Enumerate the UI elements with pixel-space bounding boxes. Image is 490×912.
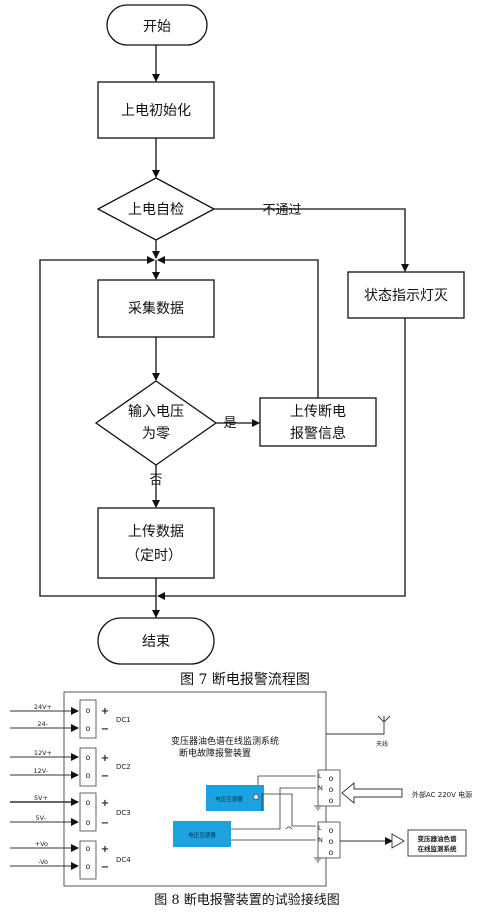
selfcheck-label: 上电自检 (128, 202, 184, 218)
flowchart (39, 4, 465, 665)
caption-fig7: 图 7 断电报警流程图 (180, 672, 310, 688)
status-light-box (347, 271, 465, 319)
dc3-block (79, 792, 97, 832)
arrow-left-loop (39, 256, 156, 597)
sensor2-label: 电压互感器 (188, 831, 216, 839)
start-terminal (106, 4, 208, 46)
fail-label: 不通过 (262, 203, 301, 218)
terminal-dot: o (329, 785, 334, 794)
input-label-2: 24- (37, 720, 48, 728)
sensor2-box (173, 821, 231, 847)
terminal-dot: o (329, 848, 334, 857)
dc4-block (79, 840, 97, 880)
terminal-dot: o (86, 798, 91, 807)
start-label: 开始 (143, 19, 171, 35)
terminal-dot: o (86, 771, 91, 780)
dc4-label: DC4 (116, 856, 131, 864)
upload-data-box (97, 507, 215, 579)
antenna-icon (326, 715, 391, 735)
caption-fig8: 图 8 断电报警装置的试验接线图 (154, 892, 340, 908)
arrow-status-merge (157, 318, 406, 600)
upload-alarm-box (259, 397, 377, 447)
end-terminal (97, 617, 215, 665)
upload-alarm-label-2: 报警信息 (290, 425, 346, 442)
input-label-3: 12V+ (34, 749, 52, 757)
monitor-label-2: 在线监测系统 (418, 844, 458, 853)
dc3-label: DC3 (116, 809, 131, 817)
init-label: 上电初始化 (121, 102, 191, 119)
device-box (63, 691, 327, 887)
input-label-1: 24V+ (34, 703, 52, 711)
input-label-7: +Vo (35, 840, 48, 848)
terminal-dot: o (329, 826, 334, 835)
terminal-dot: o (329, 837, 334, 846)
terminal-L-lower: L (318, 824, 322, 832)
terminal-N-lower: N (318, 836, 323, 844)
collect-label: 采集数据 (128, 300, 184, 317)
plus-sign: + (101, 706, 109, 717)
decision-label-1: 输入电压 (128, 404, 184, 420)
decision-label-2: 为零 (142, 426, 170, 442)
init-box (97, 81, 215, 139)
dc2-label: DC2 (116, 763, 131, 771)
no-label: 否 (149, 473, 162, 488)
plus-sign: + (101, 753, 109, 764)
plus-sign: + (101, 798, 109, 809)
input-label-4: 12V- (33, 767, 48, 775)
collect-box (97, 279, 215, 338)
monitor-label-1: 变压器油色谱 (418, 834, 458, 843)
sensor1-terminal (253, 794, 259, 800)
terminal-dot: o (329, 796, 334, 805)
terminal-dot: o (86, 862, 91, 871)
minus-sign: − (101, 862, 109, 873)
monitor-system-box (407, 829, 467, 857)
upload-data-label-1: 上传数据 (128, 524, 184, 540)
terminal-dot: o (86, 844, 91, 853)
terminal-dot: o (86, 818, 91, 827)
input-label-6: 5V- (35, 814, 46, 822)
input-label-8: -Vo (38, 858, 48, 866)
terminal-dot: o (329, 774, 334, 783)
terminal-N-upper: N (318, 784, 323, 792)
dc1-block (79, 699, 97, 739)
plus-sign: + (101, 844, 109, 855)
minus-sign: − (101, 724, 109, 735)
status-light-label: 状态指示灯灭 (364, 288, 448, 304)
device-title-1: 变压器油色谱在线监测系统 (171, 735, 279, 747)
wiring-diagram: 24V+ 24- 12V+ 12V- 5V+ 5V- +Vo -Vo o o o… (10, 691, 472, 887)
terminal-L-upper: L (318, 772, 322, 780)
flowchart-labels: 开始 上电初始化 上电自检 不通过 状态指示灯灭 采集数据 输入电压 为零 是 … (121, 19, 448, 650)
ground-icon (314, 805, 322, 863)
antenna-label: 天线 (376, 740, 388, 748)
dc1-label: DC1 (116, 716, 131, 724)
arrow-alarm-return (157, 256, 319, 398)
yes-label: 是 (223, 416, 236, 431)
terminal-block-lower (317, 821, 341, 859)
end-label: 结束 (142, 634, 170, 650)
terminal-dot: o (86, 724, 91, 733)
upload-data-label-2: （定时） (126, 548, 182, 564)
terminal-block-upper (317, 769, 341, 807)
dc2-block (79, 747, 97, 787)
terminal-dot: o (86, 706, 91, 715)
arrow-fail (214, 208, 409, 272)
input-label-5: 5V+ (34, 794, 48, 802)
sensor1-label: 电压互感器 (215, 795, 243, 803)
external-power-arrow (341, 782, 403, 804)
terminal-dot: o (86, 753, 91, 762)
device-title-2: 断电故障报警装置 (179, 747, 251, 759)
minus-sign: − (101, 818, 109, 829)
external-power-label: 外部AC 220V 电源 (412, 790, 472, 799)
decision-diamond (94, 380, 218, 466)
minus-sign: − (101, 771, 109, 782)
upload-alarm-label-1: 上传断电 (290, 404, 346, 420)
